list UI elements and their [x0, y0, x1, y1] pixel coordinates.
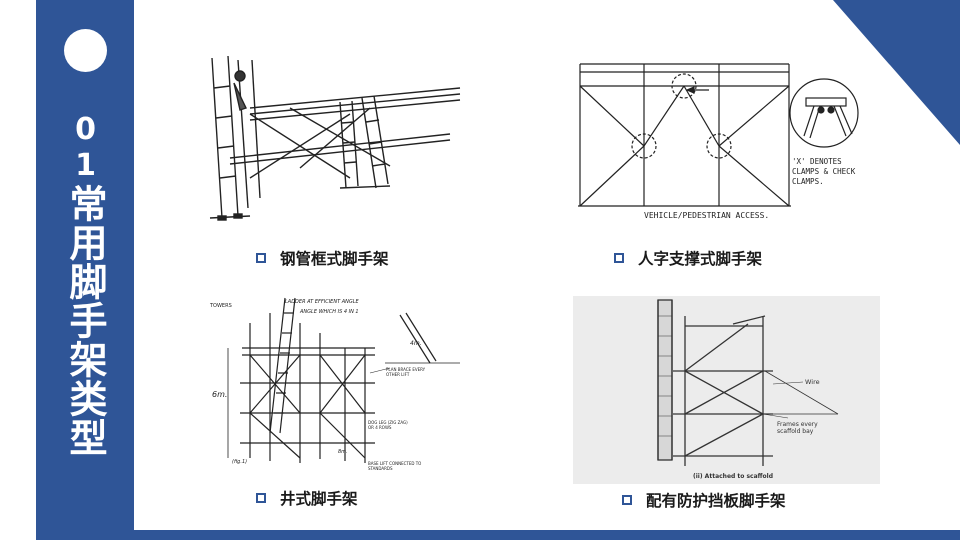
caption-text: 井式脚手架 [280, 490, 358, 508]
annotation-plan-brace: PLAN BRACE EVERY [386, 367, 426, 372]
annotation-fig1: (fig.1) [232, 459, 247, 465]
annotation-4m: 4m. [410, 340, 422, 347]
annotation-clamps-2: CLAMPS. [792, 177, 824, 186]
caption-guard-board: 配有防护挡板脚手架 [622, 489, 786, 511]
corner-decoration [833, 0, 960, 145]
section-sidebar: 01常用脚手架类型 [36, 0, 138, 540]
caption-herringbone: 人字支撑式脚手架 [614, 247, 762, 269]
figure-steel-frame [190, 48, 470, 234]
checkbox-square-icon [614, 253, 624, 263]
annotation-base-lift: BASE LIFT CONNECTED TO [368, 461, 421, 466]
bottom-bar [134, 530, 960, 540]
annotation-standards: STANDARDS [368, 466, 393, 471]
annotation-x-denotes: 'X' DENOTES [792, 157, 842, 166]
annotation-attached: (ii) Attached to scaffold [693, 473, 773, 480]
figure-herringbone: 'X' DENOTES CLAMPS & CHECK CLAMPS. VEHIC… [574, 58, 879, 226]
annotation-towers: TOWERS [209, 303, 232, 309]
annotation-ladder: LADDER AT EFFICIENT ANGLE [285, 299, 360, 305]
annotation-6m: 6m. [212, 390, 227, 399]
annotation-wire: Wire [805, 378, 820, 386]
annotation-access: VEHICLE/PEDESTRIAN ACCESS. [644, 211, 769, 220]
caption-text: 钢管框式脚手架 [280, 250, 389, 268]
annotation-angle: ANGLE WHICH IS 4 IN 1 [299, 309, 359, 315]
section-dot [64, 29, 107, 72]
annotation-bay: scaffold bay [777, 428, 814, 435]
checkbox-square-icon [622, 495, 632, 505]
annotation-rows: OR 4 ROWS [368, 425, 392, 430]
annotation-8m: 8m. [338, 449, 348, 455]
checkbox-square-icon [256, 253, 266, 263]
sidebar-edge [134, 0, 138, 540]
caption-text: 配有防护挡板脚手架 [646, 492, 786, 510]
caption-well: 井式脚手架 [256, 487, 358, 509]
figure-guard-board: Wire Frames every scaffold bay (ii) Atta… [573, 296, 880, 484]
annotation-clamps: CLAMPS & CHECK [792, 167, 856, 176]
section-title-text: 常用脚手架类型 [63, 184, 107, 457]
caption-steel-frame: 钢管框式脚手架 [256, 247, 389, 269]
annotation-dog-leg: DOG LEG (ZIG ZAG) [368, 420, 408, 425]
annotation-frames: Frames every [777, 421, 818, 428]
section-number: 01 [68, 112, 103, 184]
caption-text: 人字支撑式脚手架 [638, 250, 763, 268]
annotation-other-lift: OTHER LIFT [386, 372, 410, 377]
section-title: 01常用脚手架类型 [46, 112, 124, 492]
checkbox-square-icon [256, 493, 266, 503]
figure-well: TOWERS 6m. LADDER AT EFFICIENT ANGLE ANG… [190, 293, 480, 475]
